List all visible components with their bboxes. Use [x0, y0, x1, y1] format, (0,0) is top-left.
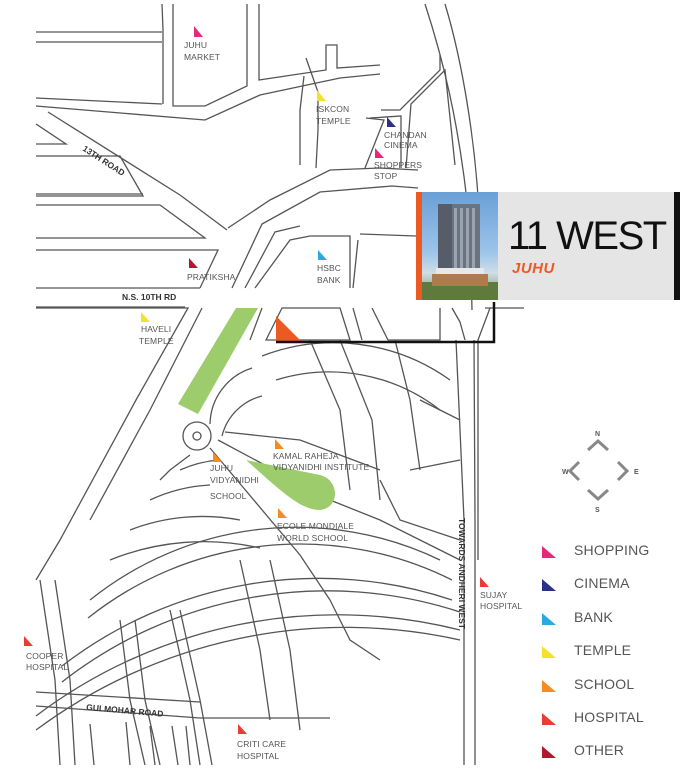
east-chevron-icon [616, 460, 630, 482]
cinema-marker-icon [542, 579, 556, 592]
bank-marker-icon [542, 612, 556, 625]
marker-shoppers-stop [375, 148, 384, 158]
marker-juhu-market [194, 26, 203, 37]
svg-text:SUJAY: SUJAY [480, 590, 507, 600]
marker-pratiksha [189, 258, 198, 268]
svg-text:KAMAL RAHEJA: KAMAL RAHEJA [273, 451, 339, 461]
curved-district-roads [35, 339, 461, 766]
svg-text:VIDYANIDHI: VIDYANIDHI [210, 475, 259, 485]
west-chevron-icon [567, 460, 581, 482]
landmark-markers [24, 26, 489, 734]
card-accent-bar [416, 192, 422, 300]
project-card[interactable]: 11 WEST JUHU [416, 192, 680, 300]
svg-text:VIDYANIDHI INSTITUTE: VIDYANIDHI INSTITUTE [273, 462, 370, 472]
svg-text:BANK: BANK [317, 275, 341, 285]
north-chevron-icon [586, 438, 610, 452]
legend-item-bank: BANK [540, 609, 680, 642]
marker-chandan-cinema [387, 117, 396, 127]
svg-text:CRITI CARE: CRITI CARE [237, 739, 286, 749]
compass-rose: N W E S [562, 431, 639, 514]
legend-item-other: OTHER [540, 742, 680, 775]
marker-cooper-hospital [24, 636, 33, 646]
svg-text:CINEMA: CINEMA [384, 140, 418, 150]
svg-text:TOWARDS ANDHERI WEST: TOWARDS ANDHERI WEST [457, 518, 467, 630]
svg-text:PRATIKSHA: PRATIKSHA [187, 272, 236, 282]
marker-iskcon-temple [317, 90, 326, 101]
marker-juhu-vidyanidhi [213, 452, 222, 462]
compass-n-label: N [595, 431, 600, 438]
svg-text:GULMOHAR ROAD: GULMOHAR ROAD [86, 702, 164, 719]
marker-kamal-raheja [275, 439, 284, 449]
compass-e-label: E [634, 469, 639, 476]
svg-text:CHANDAN: CHANDAN [384, 130, 427, 140]
temple-marker-icon [542, 646, 556, 659]
project-title: 11 WEST [508, 214, 667, 258]
landmark-labels: JUHU MARKET ISKCON TEMPLE CHANDAN CINEMA… [26, 40, 522, 761]
legend-item-cinema: CINEMA [540, 575, 680, 608]
legend-item-shopping: SHOPPING [540, 542, 680, 575]
legend-item-temple: TEMPLE [540, 642, 680, 675]
building-photo [422, 192, 498, 300]
school-marker-icon [542, 679, 556, 692]
svg-text:SHOPPERS: SHOPPERS [374, 160, 422, 170]
svg-text:13TH ROAD: 13TH ROAD [81, 143, 127, 178]
svg-text:JUHU: JUHU [184, 40, 207, 50]
legend-item-school: SCHOOL [540, 676, 680, 709]
marker-hsbc-bank [318, 250, 327, 260]
road-network [35, 3, 524, 765]
legend-item-hospital: HOSPITAL [540, 709, 680, 742]
svg-text:HAVELI: HAVELI [141, 324, 171, 334]
card-edge-bar [674, 192, 680, 300]
svg-text:HOSPITAL: HOSPITAL [237, 751, 279, 761]
svg-text:WORLD SCHOOL: WORLD SCHOOL [277, 533, 348, 543]
south-chevron-icon [586, 488, 610, 502]
svg-text:TEMPLE: TEMPLE [139, 336, 174, 346]
svg-text:HOSPITAL: HOSPITAL [26, 662, 68, 672]
svg-text:HOSPITAL: HOSPITAL [480, 601, 522, 611]
compass-s-label: S [595, 507, 600, 514]
svg-text:N.S. 10TH RD: N.S. 10TH RD [122, 292, 176, 302]
marker-sujay-hospital [480, 577, 489, 587]
other-marker-icon [542, 746, 556, 759]
svg-text:HSBC: HSBC [317, 263, 341, 273]
project-location: JUHU [512, 260, 555, 277]
shopping-marker-icon [542, 546, 556, 558]
svg-text:ISKCON: ISKCON [316, 104, 349, 114]
svg-text:COOPER: COOPER [26, 651, 63, 661]
svg-text:STOP: STOP [374, 171, 398, 181]
svg-text:SCHOOL: SCHOOL [210, 491, 247, 501]
project-site-marker[interactable] [276, 302, 496, 344]
card-title-panel: 11 WEST JUHU [498, 192, 674, 300]
svg-text:MARKET: MARKET [184, 52, 220, 62]
marker-ecole-mondiale [278, 508, 287, 518]
hospital-marker-icon [542, 712, 556, 725]
map-legend: SHOPPING CINEMA BANK TEMPLE SCHOOL HOSPI… [540, 542, 680, 776]
park-areas [178, 308, 335, 510]
marker-haveli-temple [141, 312, 150, 322]
svg-text:JUHU: JUHU [210, 463, 233, 473]
compass-w-label: W [562, 469, 569, 476]
svg-text:TEMPLE: TEMPLE [316, 116, 351, 126]
svg-text:ECOLE MONDIALE: ECOLE MONDIALE [277, 521, 354, 531]
marker-criti-care [238, 724, 247, 734]
